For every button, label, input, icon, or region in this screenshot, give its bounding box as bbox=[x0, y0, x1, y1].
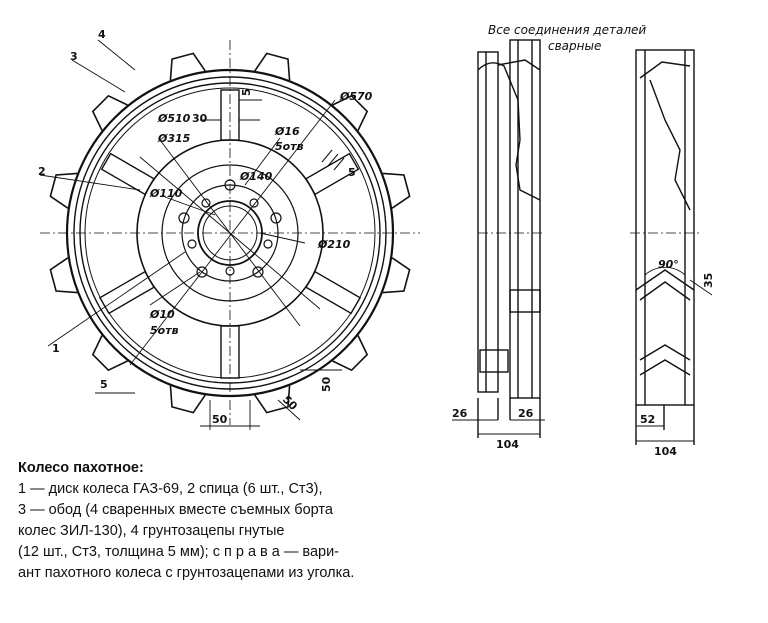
caption: Колесо пахотное: 1 — диск колеса ГАЗ-69,… bbox=[18, 458, 448, 584]
caption-line: (12 шт., Ст3, толщина 5 мм); с п р а в а… bbox=[18, 544, 339, 560]
lug bbox=[169, 52, 206, 81]
callout-4: 4 bbox=[98, 28, 106, 41]
dim-w50-bottom: 50 bbox=[212, 413, 228, 426]
bolt-holes bbox=[178, 179, 282, 278]
lug bbox=[332, 335, 369, 372]
dim-side-104-left: 104 bbox=[496, 438, 519, 451]
lug bbox=[91, 335, 128, 372]
dim-d140: Ø140 bbox=[239, 170, 273, 183]
dim-d570: Ø570 bbox=[339, 90, 373, 103]
dim-d510: Ø510 bbox=[157, 112, 191, 125]
caption-title: Колесо пахотное: bbox=[18, 460, 144, 476]
weld-note-line2: сварные bbox=[548, 39, 601, 53]
dim-w5-right: 5 bbox=[348, 166, 356, 179]
callout-3: 3 bbox=[70, 50, 78, 63]
caption-line: 1 — диск колеса ГАЗ-69, 2 спица (6 шт., … bbox=[18, 481, 323, 497]
dim-d16: Ø16 bbox=[274, 125, 300, 138]
callout-1: 1 bbox=[52, 342, 60, 355]
dim-w50-lug: 50 bbox=[280, 393, 300, 413]
dim-w5-bottom: 5 bbox=[100, 378, 108, 391]
caption-line: 3 — обод (4 сваренных вместе съемных бор… bbox=[18, 502, 333, 518]
lug bbox=[49, 257, 78, 294]
dim-angle: 90° bbox=[658, 258, 679, 271]
dim-d110: Ø110 bbox=[149, 187, 183, 200]
lug bbox=[332, 94, 369, 131]
lug bbox=[382, 172, 411, 209]
dim-w5-top: 5 bbox=[240, 88, 253, 96]
callout-2: 2 bbox=[38, 165, 46, 178]
weld-note-line1: Все соединения деталей bbox=[488, 23, 646, 37]
dim-side-104-right: 104 bbox=[654, 445, 677, 458]
dim-d210: Ø210 bbox=[317, 238, 351, 251]
dim-d10: Ø10 bbox=[149, 308, 175, 321]
dim-w50-side: 50 bbox=[320, 376, 333, 392]
lug bbox=[254, 52, 291, 81]
dim-side-52: 52 bbox=[640, 413, 655, 426]
lug bbox=[49, 172, 78, 209]
caption-line: ант пахотного колеса с грунтозацепами из… bbox=[18, 565, 355, 581]
caption-line: колес ЗИЛ-130), 4 грунтозацепы гнутые bbox=[18, 523, 285, 539]
dim-d16-count: 5отв bbox=[275, 140, 304, 153]
dim-lug-35: 35 bbox=[702, 273, 715, 288]
dim-d315: Ø315 bbox=[157, 132, 191, 145]
dim-w30: 30 bbox=[192, 112, 208, 125]
dim-d10-count: 5отв bbox=[150, 324, 179, 337]
side-view-left bbox=[452, 39, 545, 438]
lug bbox=[169, 385, 206, 414]
lug bbox=[254, 385, 291, 414]
dim-side-26-left: 26 bbox=[452, 407, 468, 420]
lug bbox=[382, 257, 411, 294]
side-view-right bbox=[630, 49, 713, 445]
lug-ring bbox=[49, 52, 411, 414]
lug bbox=[91, 94, 128, 131]
dim-side-26-right: 26 bbox=[518, 407, 534, 420]
